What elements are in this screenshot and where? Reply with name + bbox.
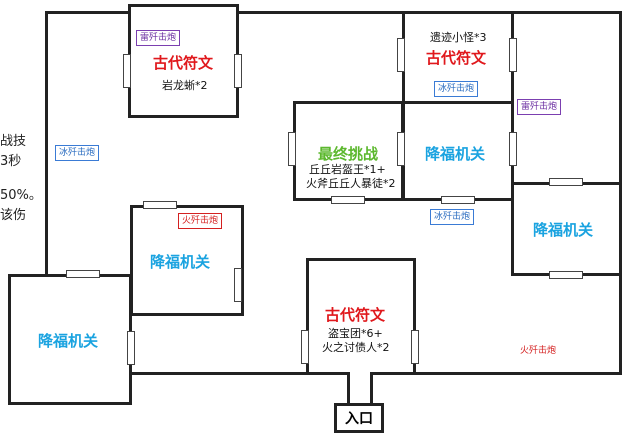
door xyxy=(288,132,296,166)
room-blessing-left-mid-label: 降福机关 xyxy=(150,253,211,271)
door xyxy=(549,271,583,279)
room-top-right-ancient-label: 古代符文 xyxy=(426,49,487,67)
thunder-cannon-tag: 雷歼击炮 xyxy=(136,30,181,46)
door xyxy=(509,132,517,166)
side-text-2: 3秒 xyxy=(0,154,22,169)
door xyxy=(509,38,517,72)
room-final-challenge-label: 最终挑战 xyxy=(318,145,379,163)
room-blessing-left-bottom xyxy=(8,274,132,405)
side-text-1: 战技 xyxy=(0,134,27,149)
room-bottom-ancient-line2: 火之讨债人*2 xyxy=(322,341,390,354)
room-top-left-ancient-monsters: 岩龙蜥*2 xyxy=(162,79,208,92)
room-blessing-center-label: 降福机关 xyxy=(425,145,486,163)
entrance-box: 入口 xyxy=(334,403,384,433)
room-final-challenge-line1: 丘丘岩盔王*1+ xyxy=(309,163,386,176)
room-blessing-right-label: 降福机关 xyxy=(533,221,594,239)
door xyxy=(123,54,131,88)
ice-cannon-tag-left: 冰歼击炮 xyxy=(55,145,100,161)
thunder-cannon-tag-right: 雷歼击炮 xyxy=(517,99,562,115)
door xyxy=(143,201,177,209)
room-blessing-right xyxy=(511,182,622,276)
ice-cannon-tag: 冰歼击炮 xyxy=(434,81,479,97)
door xyxy=(127,331,135,365)
door xyxy=(234,268,242,302)
door xyxy=(66,270,100,278)
door xyxy=(549,178,583,186)
ice-cannon-tag-middle: 冰歼击炮 xyxy=(430,209,475,225)
door xyxy=(234,54,242,88)
room-top-right-ancient-monsters: 遗迹小怪*3 xyxy=(430,31,487,44)
entrance-corridor xyxy=(347,372,373,406)
side-text-3: 50%。 xyxy=(0,188,42,203)
door xyxy=(411,330,419,364)
room-bottom-ancient-label: 古代符文 xyxy=(325,306,386,324)
door xyxy=(441,196,475,204)
door xyxy=(331,196,365,204)
room-bottom-ancient xyxy=(306,258,416,375)
fire-cannon-tag-bottom-right: 火歼击炮 xyxy=(520,346,557,356)
room-bottom-ancient-line1: 盗宝团*6+ xyxy=(328,327,383,340)
fire-cannon-tag: 火歼击炮 xyxy=(178,213,223,229)
room-top-left-ancient-label: 古代符文 xyxy=(153,54,214,72)
room-blessing-left-bottom-label: 降福机关 xyxy=(38,332,99,350)
room-final-challenge-line2: 火斧丘丘人暴徒*2 xyxy=(306,177,396,190)
door xyxy=(397,38,405,72)
door xyxy=(301,330,309,364)
side-text-4: 该伤 xyxy=(0,208,27,223)
door xyxy=(397,132,405,166)
